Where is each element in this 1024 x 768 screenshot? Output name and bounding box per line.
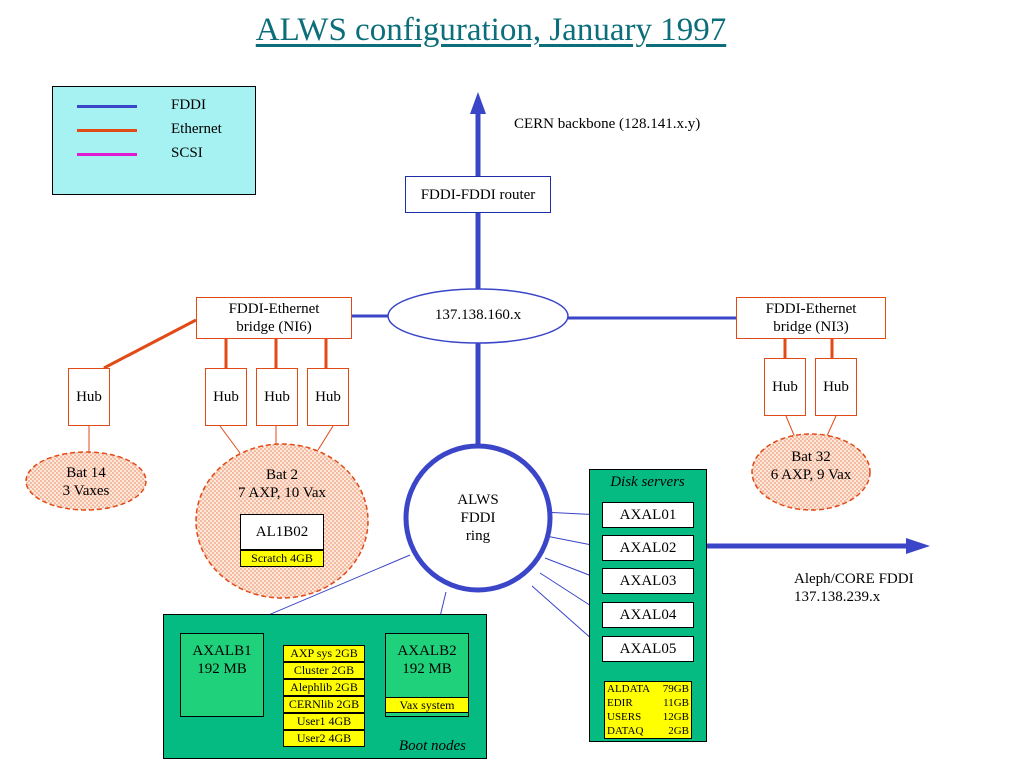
bat14-label: Bat 14 3 Vaxes [26, 464, 146, 500]
bat32-label: Bat 32 6 AXP, 9 Vax [751, 448, 871, 484]
legend-item-scsi: SCSI [53, 143, 257, 165]
backbone-arrowhead [470, 92, 486, 114]
server-axal04: AXAL04 [602, 602, 694, 628]
ring-label: ALWS FDDI ring [428, 491, 528, 545]
hub-ni6-2: Hub [256, 368, 298, 426]
disk-size: 79GB [662, 683, 689, 695]
boot-disk-cluster: Cluster 2GB [283, 662, 365, 679]
legend: FDDI Ethernet SCSI [52, 86, 256, 195]
bat2-line2: 7 AXP, 10 Vax [237, 485, 327, 501]
bridge-ni6-line2: bridge (NI6) [236, 319, 312, 335]
bat32-cloud [751, 433, 871, 511]
hub-ni3-1: Hub [764, 358, 806, 416]
bat32-line2: 6 AXP, 9 Vax [770, 467, 852, 483]
bridge-ni3-line1: FDDI-Ethernet [765, 301, 857, 317]
server-axal02: AXAL02 [602, 535, 694, 561]
legend-label: FDDI [171, 97, 207, 113]
disk-size: 12GB [662, 711, 689, 723]
bat14-line2: 3 Vaxes [62, 483, 110, 499]
disk-name: EDIR [607, 697, 633, 709]
boot-disk-user1: User1 4GB [283, 713, 365, 730]
disk-size: 2GB [668, 725, 689, 737]
hub-bat14: Hub [68, 368, 110, 426]
axalb1-name: AXALB1 [192, 643, 252, 659]
fddi-ring [403, 443, 553, 593]
ip-ellipse [387, 288, 569, 344]
boot-disk-cernlib: CERNlib 2GB [283, 696, 365, 713]
ring-line3: ring [465, 528, 491, 544]
bat32-line1: Bat 32 [791, 449, 831, 465]
bat14-cloud [25, 451, 147, 511]
ip-label: 137.138.160.x [434, 307, 522, 323]
hub-to-bat2-c [317, 425, 334, 451]
legend-label: Ethernet [171, 121, 222, 137]
fddi-router-box: FDDI-FDDI router [405, 176, 551, 213]
ring-line2: FDDI [460, 510, 496, 526]
vax-system-disk: Vax system [385, 697, 469, 713]
legend-swatch [77, 153, 137, 156]
ethernet-ni6-hub1 [103, 318, 197, 370]
al1b02-scratch-disk: Scratch 4GB [240, 550, 324, 567]
hub-ni6-3: Hub [307, 368, 349, 426]
disk-name: DATAQ [607, 725, 644, 737]
disk-name: USERS [607, 711, 642, 723]
bridge-ni6-box: FDDI-Ethernet bridge (NI6) [196, 297, 352, 339]
legend-label: SCSI [171, 145, 203, 161]
hub-ni6-1: Hub [205, 368, 247, 426]
bat14-line1: Bat 14 [66, 465, 106, 481]
al1b02-box: AL1B02 [240, 514, 324, 550]
bridge-ni3-line2: bridge (NI3) [773, 319, 849, 335]
page-title: ALWS configuration, January 1997 [255, 12, 727, 48]
hub-ni3-2: Hub [815, 358, 857, 416]
axalb2-name: AXALB2 [397, 643, 457, 659]
boot-nodes-title: Boot nodes [398, 738, 466, 754]
hub-to-bat2-a [219, 425, 241, 454]
disk-servers-disk-list: ALDATA 79GB EDIR 11GB USERS 12GB DATAQ 2GB [604, 681, 692, 739]
disk-dataq: DATAQ 2GB [607, 724, 689, 738]
boot-disk-axp-sys: AXP sys 2GB [283, 645, 365, 662]
disk-aldata: ALDATA 79GB [607, 682, 689, 696]
hub-to-bat32-b [825, 415, 837, 439]
bat2-line1: Bat 2 [265, 467, 299, 483]
ring-line1: ALWS [457, 492, 499, 508]
aleph-core-label: Aleph/CORE FDDI 137.138.239.x [794, 570, 914, 606]
aleph-core-line2: 137.138.239.x [794, 589, 881, 605]
axalb1-box: AXALB1 192 MB [180, 633, 264, 717]
disk-name: ALDATA [607, 683, 651, 695]
boot-disk-user2: User2 4GB [283, 730, 365, 747]
disk-servers-title: Disk servers [610, 474, 685, 490]
legend-item-ethernet: Ethernet [53, 119, 257, 141]
aleph-core-arrowhead [906, 538, 930, 554]
server-axal05: AXAL05 [602, 636, 694, 662]
disk-size: 11GB [663, 697, 689, 709]
bat2-label: Bat 2 7 AXP, 10 Vax [202, 466, 362, 502]
legend-item-fddi: FDDI [53, 95, 257, 117]
server-axal01: AXAL01 [602, 502, 694, 528]
disk-edir: EDIR 11GB [607, 696, 689, 710]
legend-swatch [77, 129, 137, 132]
disk-users: USERS 12GB [607, 710, 689, 724]
axalb1-memory: 192 MB [197, 661, 247, 677]
server-axal03: AXAL03 [602, 568, 694, 594]
boot-disk-alephlib: Alephlib 2GB [283, 679, 365, 696]
bridge-ni6-line1: FDDI-Ethernet [228, 301, 320, 317]
aleph-core-line1: Aleph/CORE FDDI [794, 571, 914, 587]
bridge-ni3-box: FDDI-Ethernet bridge (NI3) [736, 297, 886, 339]
axalb2-memory: 192 MB [402, 661, 452, 677]
legend-swatch [77, 105, 137, 108]
backbone-label: CERN backbone (128.141.x.y) [514, 116, 701, 132]
